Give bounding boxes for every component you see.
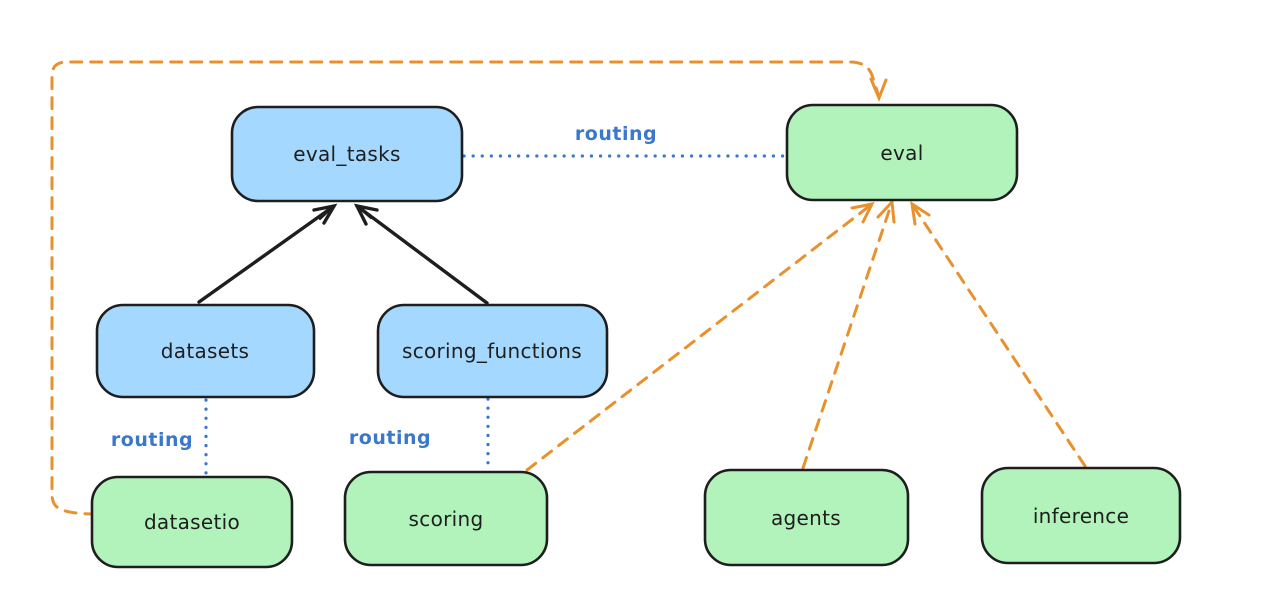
edge-inference-to-eval [910, 200, 1087, 468]
node-datasetio-label: datasetio [144, 510, 240, 534]
edge-scoring-functions-to-eval-tasks-arrowhead [353, 203, 379, 226]
node-scoring: scoring [343, 470, 549, 567]
edge-label-routing-datasetio: routing [111, 429, 193, 451]
edge-scoring-functions-to-eval-tasks-arrowhead-sketch [356, 205, 373, 220]
node-scoring-label: scoring [409, 507, 484, 531]
node-scoring-functions: scoring_functions [376, 303, 609, 399]
node-datasets-box [95, 303, 316, 399]
edge-scoring-functions-to-eval-tasks-path [355, 204, 489, 305]
node-datasetio-box [90, 475, 294, 569]
edge-scoring-functions-to-scoring: routing [349, 397, 490, 471]
edge-scoring-to-eval-path [525, 202, 874, 472]
node-datasetio: datasetio [90, 475, 294, 569]
edge-inference-to-eval-arrowhead [910, 200, 931, 226]
node-datasets: datasets [95, 303, 316, 399]
node-inference-label: inference [1033, 504, 1129, 528]
node-eval-label: eval [880, 141, 923, 165]
node-eval-tasks: eval_tasks [230, 105, 464, 203]
node-eval: eval [785, 103, 1019, 202]
edge-scoring-to-eval [525, 201, 875, 472]
edge-label-routing-top: routing [575, 123, 657, 145]
edge-datasetio-to-eval-arrowhead [869, 77, 888, 102]
node-scoring-box [343, 470, 549, 567]
node-eval-box [785, 103, 1019, 202]
edge-datasets-to-eval-tasks-arrowhead-sketch [318, 205, 335, 221]
edge-scoring-to-eval-arrowhead [850, 201, 875, 224]
edge-datasets-to-datasetio: routing [111, 398, 208, 476]
edge-datasets-to-eval-tasks-arrowhead [312, 203, 338, 225]
node-datasets-label: datasets [161, 339, 249, 363]
node-eval-tasks-label: eval_tasks [293, 142, 400, 166]
edge-label-routing-scoring: routing [349, 427, 431, 449]
node-inference-box [980, 466, 1182, 565]
edge-datasets-to-eval-tasks-path [197, 204, 336, 304]
node-eval-tasks-box [230, 105, 464, 203]
node-agents-box [703, 468, 910, 567]
edge-scoring-functions-to-eval-tasks [353, 203, 489, 305]
edge-datasets-to-eval-tasks [197, 203, 338, 304]
edge-agents-to-eval [801, 198, 896, 470]
node-agents-label: agents [771, 506, 841, 530]
edge-datasetio-to-eval [50, 60, 888, 516]
edge-agents-to-eval-arrowhead [876, 198, 896, 224]
edge-agents-to-eval-path [801, 200, 894, 470]
edge-eval-tasks-to-eval: routing [462, 123, 788, 158]
node-inference: inference [980, 466, 1182, 565]
edge-datasetio-to-eval-path [50, 60, 880, 516]
node-agents: agents [703, 468, 910, 567]
node-scoring-functions-label: scoring_functions [402, 339, 582, 363]
node-scoring-functions-box [376, 303, 609, 399]
edge-inference-to-eval-path [910, 202, 1087, 468]
